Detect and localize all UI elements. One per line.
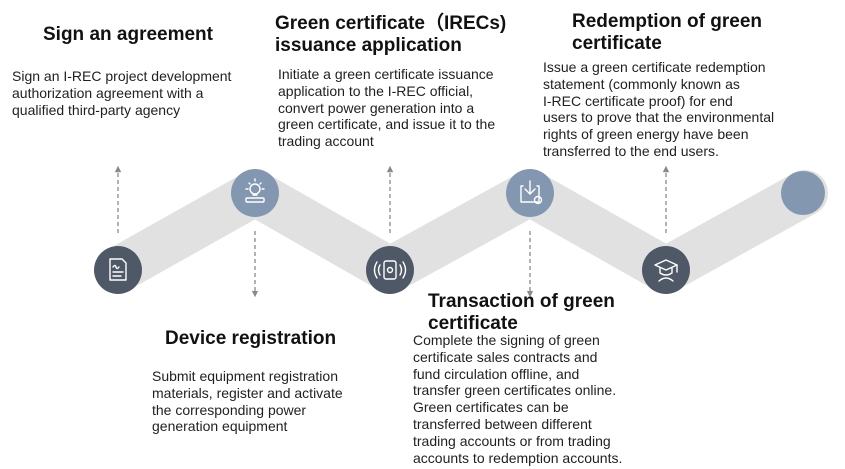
step-3-title: Green certificate（IRECs) issuance applic… [275, 13, 507, 56]
certificate-issuance-icon [373, 260, 407, 280]
step-5-title: Redemption of green certificate [572, 11, 763, 54]
step-5-description: Issue a green certificate redemption sta… [543, 59, 775, 159]
step-2-description: Submit equipment registration materials,… [152, 368, 343, 435]
contract-document-icon [109, 258, 127, 281]
zigzag-band [95, 170, 828, 293]
step-5-node [642, 246, 690, 294]
graduation-cap-icon [654, 259, 678, 282]
step-2-node [231, 169, 279, 217]
step-1-description: Sign an I-REC project development author… [12, 68, 232, 118]
step-4-node [506, 169, 554, 217]
step-4-title: Transaction of green certificate [428, 291, 615, 334]
step-3-description: Initiate a green certificate issuance ap… [278, 66, 496, 150]
download-transfer-icon [520, 180, 543, 205]
end-node [781, 171, 825, 215]
step-1-title: Sign an agreement [43, 24, 213, 45]
step-3-node [366, 246, 414, 294]
step-4-description: Complete the signing of green certificat… [413, 332, 623, 466]
step-2-title: Device registration [165, 328, 337, 349]
step-1-node [94, 246, 142, 294]
lightbulb-device-icon [245, 178, 265, 203]
